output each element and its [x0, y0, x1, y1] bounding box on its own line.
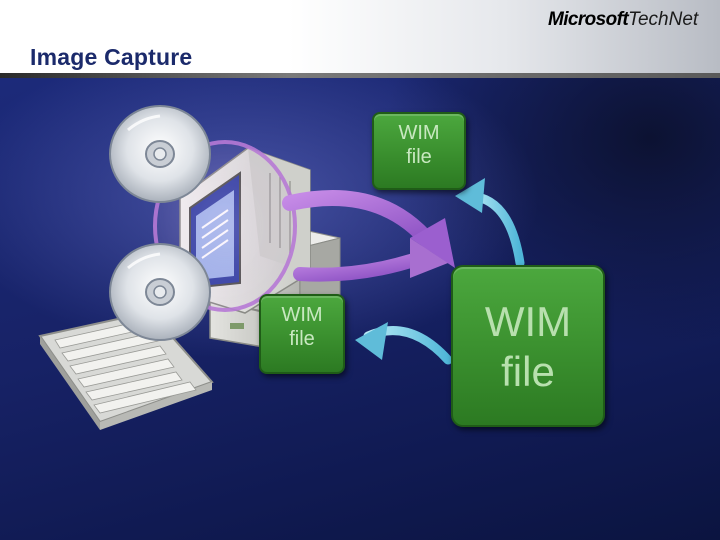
curved-arrow-icon: [282, 190, 455, 282]
logo-brand: Microsoft: [548, 9, 629, 30]
wim-file-box-large: WIM file: [451, 265, 605, 427]
wim-label: WIM: [398, 122, 440, 144]
slide-header: Image Capture MicrosoftTechNet: [0, 0, 720, 78]
diagram-graphics: [38, 105, 525, 430]
header-rule: [0, 73, 720, 78]
file-label: file: [501, 347, 555, 395]
file-label: file: [406, 145, 432, 168]
cd-disc-icon: [109, 243, 211, 341]
curved-arrow-icon: [355, 322, 453, 365]
logo-product: TechNet: [628, 9, 699, 30]
cd-disc-icon: [109, 105, 211, 203]
slide-title: Image Capture: [30, 44, 193, 70]
wim-label: WIM: [484, 298, 572, 345]
wim-file-box-left: WIM file: [259, 294, 345, 374]
curved-arrow-icon: [455, 178, 525, 268]
wim-file-box-top: WIM file: [372, 112, 466, 190]
file-label: file: [289, 327, 315, 350]
diagram-stage: [0, 78, 720, 540]
wim-label: WIM: [281, 304, 323, 326]
microsoft-technet-logo: MicrosoftTechNet: [548, 9, 698, 31]
